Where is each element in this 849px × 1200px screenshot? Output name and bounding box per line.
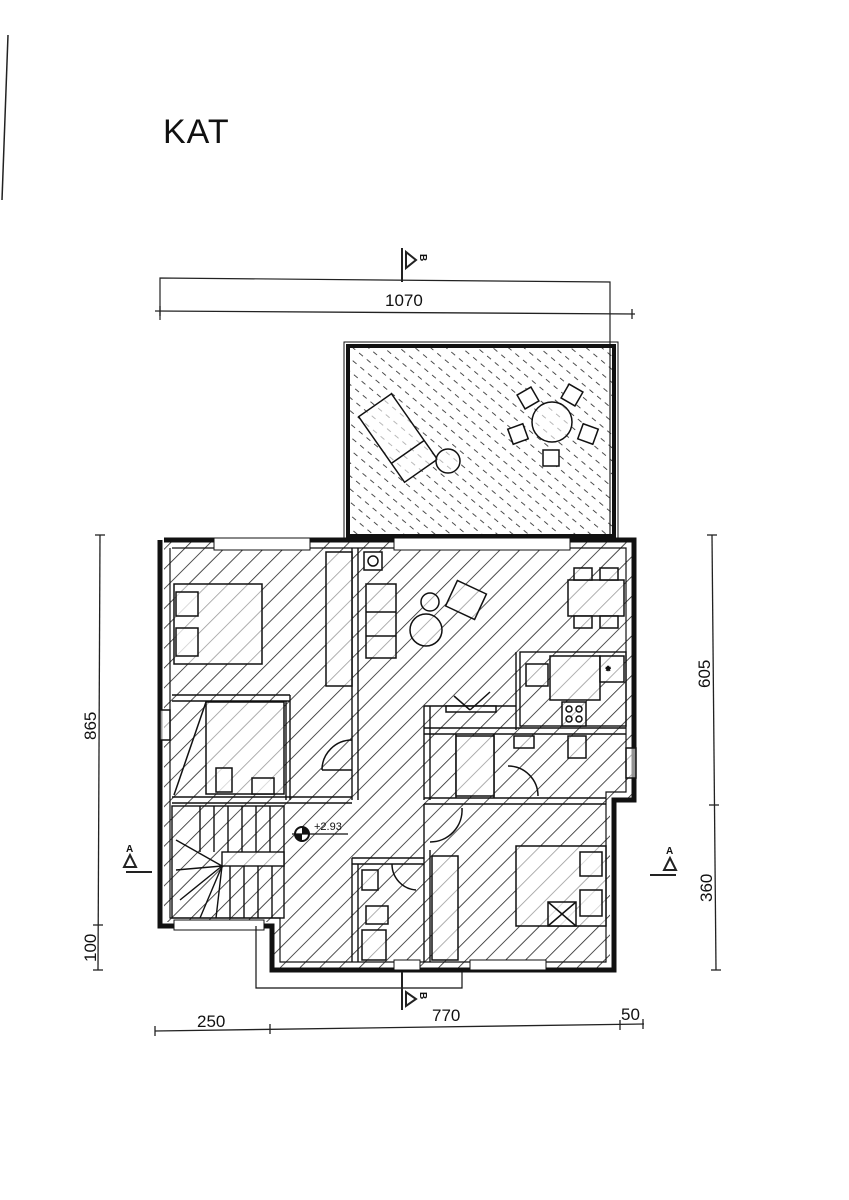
dim-right-2: 360 bbox=[697, 874, 716, 902]
dim-top-total: 1070 bbox=[385, 291, 423, 310]
bathroom bbox=[455, 735, 637, 797]
dim-left-2: 100 bbox=[81, 934, 100, 962]
chair-icon bbox=[576, 422, 600, 446]
dim-bottom-2: 770 bbox=[432, 1006, 460, 1025]
chair-icon bbox=[506, 422, 530, 446]
drawing-title: KAT bbox=[163, 113, 230, 151]
section-marker-top: B bbox=[417, 254, 428, 261]
side-table-icon bbox=[435, 448, 461, 474]
coffee-table-icon bbox=[409, 613, 443, 647]
nightstand-icon bbox=[215, 767, 233, 793]
window-icon bbox=[469, 959, 547, 971]
nightstand-icon bbox=[175, 627, 199, 657]
terrace bbox=[343, 341, 619, 541]
chair-icon bbox=[599, 615, 619, 629]
window-icon bbox=[625, 747, 637, 779]
window-icon bbox=[393, 537, 571, 551]
window-icon bbox=[213, 537, 311, 551]
side-table-icon bbox=[420, 592, 440, 612]
nightstand-icon bbox=[579, 889, 603, 917]
ottoman-cross bbox=[547, 901, 577, 927]
door-swing-icon bbox=[391, 863, 417, 891]
chair-icon bbox=[560, 383, 584, 407]
round-table-icon bbox=[531, 401, 573, 443]
level-value: +2.93 bbox=[314, 821, 342, 833]
margin-line bbox=[1, 34, 9, 201]
bedroom-3 bbox=[429, 807, 607, 961]
window-icon bbox=[159, 709, 171, 741]
star-mark: * bbox=[606, 665, 611, 677]
dim-bottom-3: 50 bbox=[621, 1005, 640, 1024]
door-swing-icon bbox=[429, 807, 463, 843]
armchair-icon bbox=[444, 579, 488, 621]
window-icon bbox=[393, 959, 421, 971]
tv-icon bbox=[453, 695, 471, 711]
tv-icon bbox=[469, 691, 491, 711]
shower-icon bbox=[361, 929, 387, 961]
chair-icon bbox=[573, 615, 593, 629]
kitchen-island-icon bbox=[549, 655, 601, 701]
living-room: * bbox=[363, 551, 625, 727]
door-swing-icon bbox=[321, 739, 353, 771]
burner-icon bbox=[565, 705, 573, 713]
level-marker: +2.93 bbox=[292, 821, 348, 842]
dim-bottom-1: 250 bbox=[197, 1012, 225, 1031]
toilet-icon bbox=[365, 905, 389, 925]
chair-icon bbox=[599, 567, 619, 581]
fridge-icon bbox=[599, 655, 625, 683]
chair-icon bbox=[573, 567, 593, 581]
sofa-icon bbox=[365, 583, 397, 659]
right-dimension: 605 360 A bbox=[650, 534, 721, 971]
burner-icon bbox=[575, 715, 583, 723]
burner-icon bbox=[575, 705, 583, 713]
sink-icon bbox=[525, 663, 549, 687]
section-marker-bottom: B bbox=[417, 992, 428, 999]
sink-icon bbox=[513, 735, 535, 749]
bottom-dimension: 250 770 50 bbox=[154, 1005, 645, 1036]
wardrobe-icon bbox=[431, 855, 459, 961]
door-swing-icon bbox=[507, 765, 539, 797]
dim-right-1: 605 bbox=[695, 660, 714, 688]
wc bbox=[361, 863, 417, 961]
chair-icon bbox=[516, 386, 540, 410]
staircase bbox=[175, 806, 285, 919]
section-marker-left: A bbox=[126, 844, 133, 855]
nightstand-icon bbox=[175, 591, 199, 617]
nightstand-icon bbox=[579, 851, 603, 877]
left-dimension: 865 100 A bbox=[81, 534, 152, 971]
nightstand-icon bbox=[251, 777, 275, 795]
sun-lounger-icon bbox=[357, 392, 439, 484]
toilet-icon bbox=[567, 735, 587, 759]
wardrobe-icon bbox=[325, 551, 353, 687]
dining-table-icon bbox=[567, 579, 625, 617]
sink-icon bbox=[361, 869, 379, 891]
windows bbox=[173, 537, 571, 971]
section-marker-bottom-group: B bbox=[401, 972, 428, 1010]
chair-icon bbox=[542, 449, 560, 467]
section-marker-right: A bbox=[666, 846, 673, 857]
burner-icon bbox=[565, 715, 573, 723]
chimney-flue-icon bbox=[367, 555, 379, 567]
shower-icon bbox=[455, 735, 495, 797]
window-icon bbox=[173, 919, 265, 931]
bedroom-1 bbox=[173, 551, 353, 771]
cooktop-icon bbox=[561, 701, 587, 727]
wardrobe-diagonal bbox=[173, 701, 207, 796]
entrance-outline bbox=[255, 926, 463, 989]
dim-left-1: 865 bbox=[81, 712, 100, 740]
bedroom-2 bbox=[159, 701, 285, 796]
